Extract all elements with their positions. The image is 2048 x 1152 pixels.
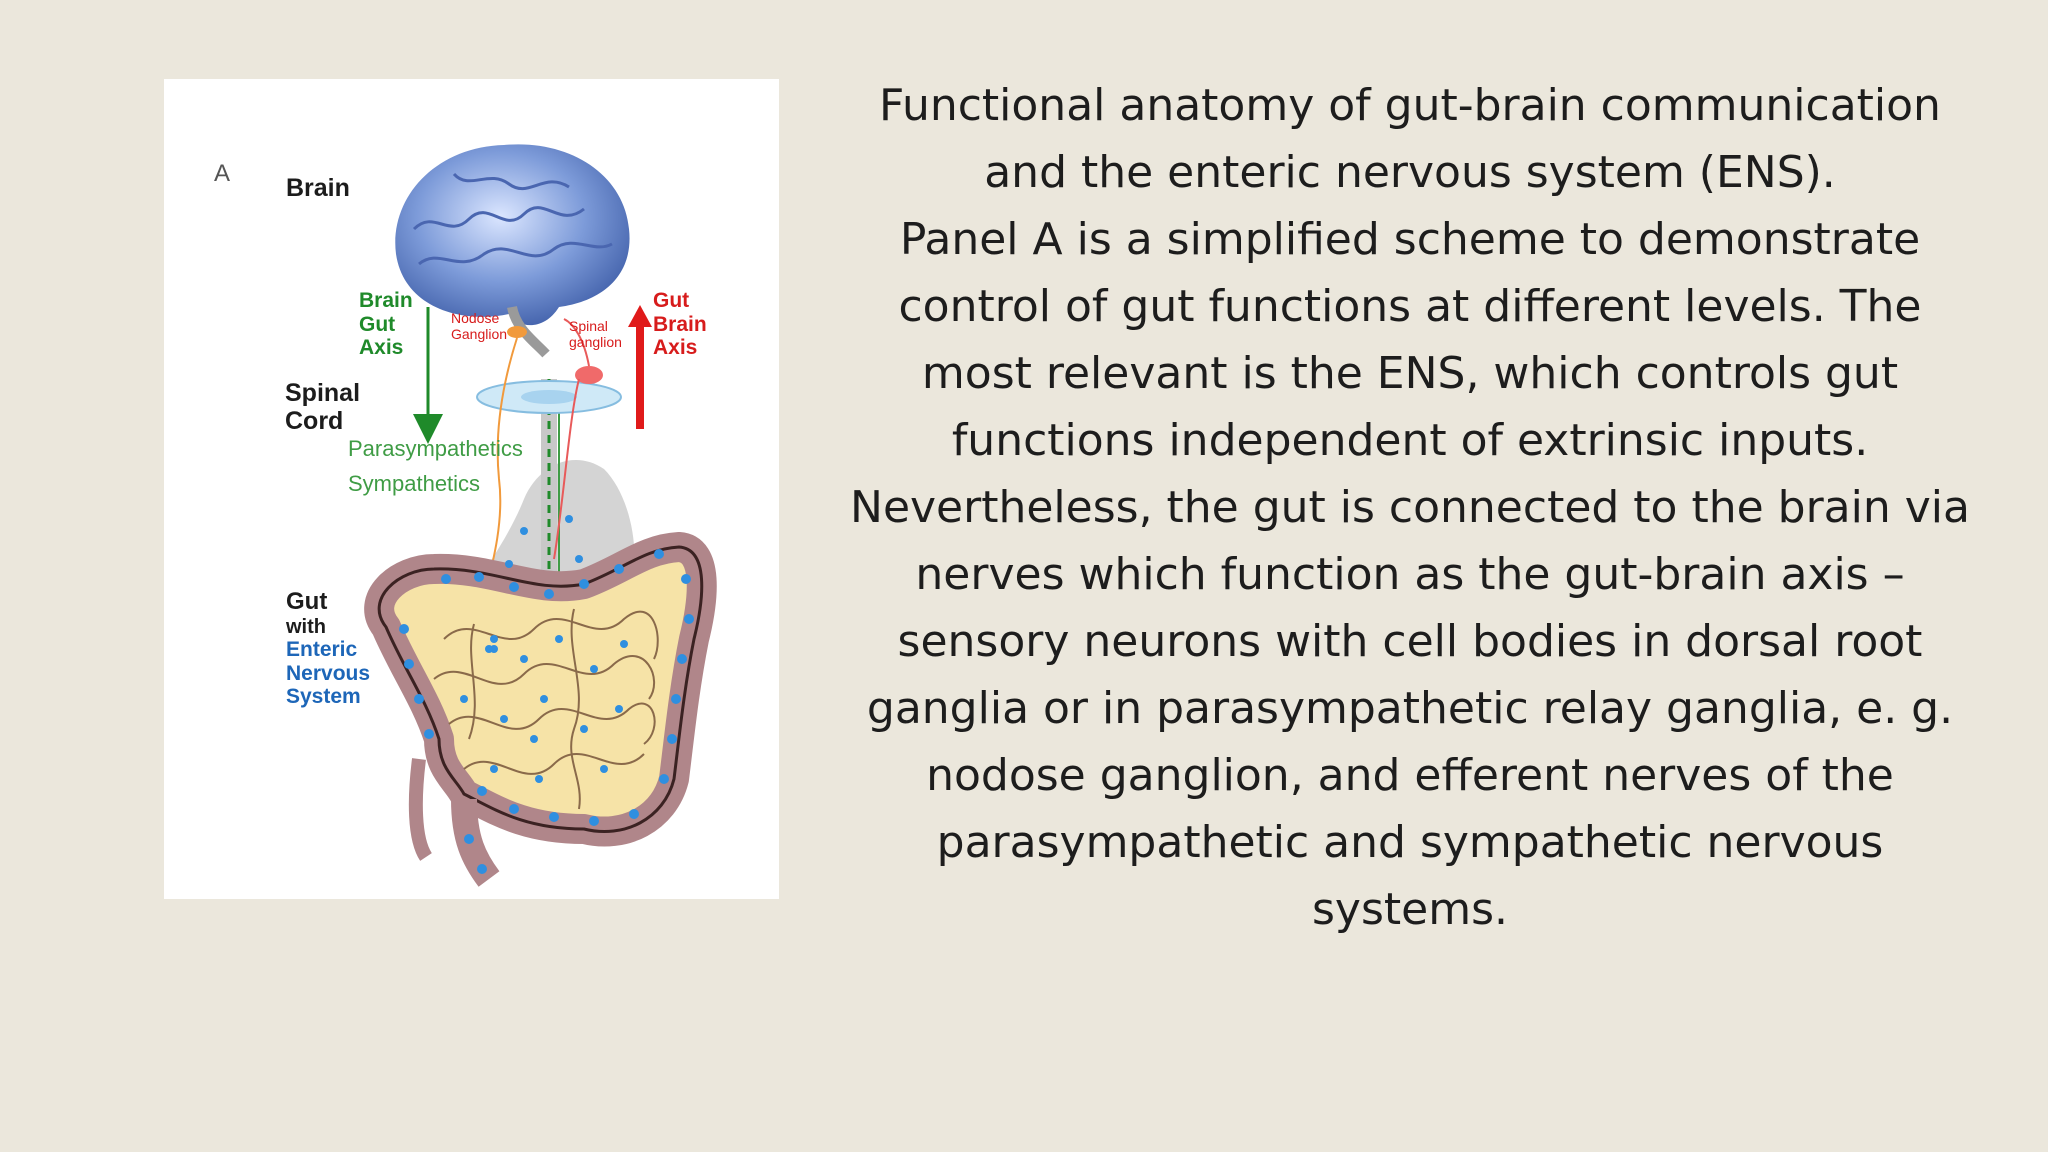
small-intestine-loops [433,608,659,810]
spinal-cord-label: Spinal Cord [285,379,361,435]
spinal-ganglion-label: Spinal ganglion [569,318,622,350]
brain-gut-axis-label: Brain Gut Axis [359,289,413,360]
description-body: Panel A is a simplified scheme to demons… [850,214,1970,600]
spinal-ganglion-shape [575,366,603,384]
anatomy-illustration [364,144,717,887]
brain-shape [395,144,630,326]
gut-ens-label: Gut with Enteric Nervous System [286,588,371,709]
enteric-neurons [399,515,694,874]
nodose-ganglion-shape [507,326,527,338]
brain-label: Brain [286,174,350,202]
gut-brain-figure: A Brain Brain Gut Axis Nodose Ganglion S… [164,79,779,899]
panel-letter: A [214,160,231,187]
description-body-continued: sensory neurons with cell bodies in dors… [866,616,1954,935]
parasympathetics-label: Parasympathetics [348,436,523,461]
description-title: Functional anatomy of gut-brain communic… [879,80,1941,198]
gut-brain-axis-label: Gut Brain Axis [653,289,707,360]
nodose-ganglion-label: Nodose Ganglion [451,310,508,342]
sympathetics-label: Sympathetics [348,471,481,496]
description-text: Functional anatomy of gut-brain communic… [846,72,1974,943]
